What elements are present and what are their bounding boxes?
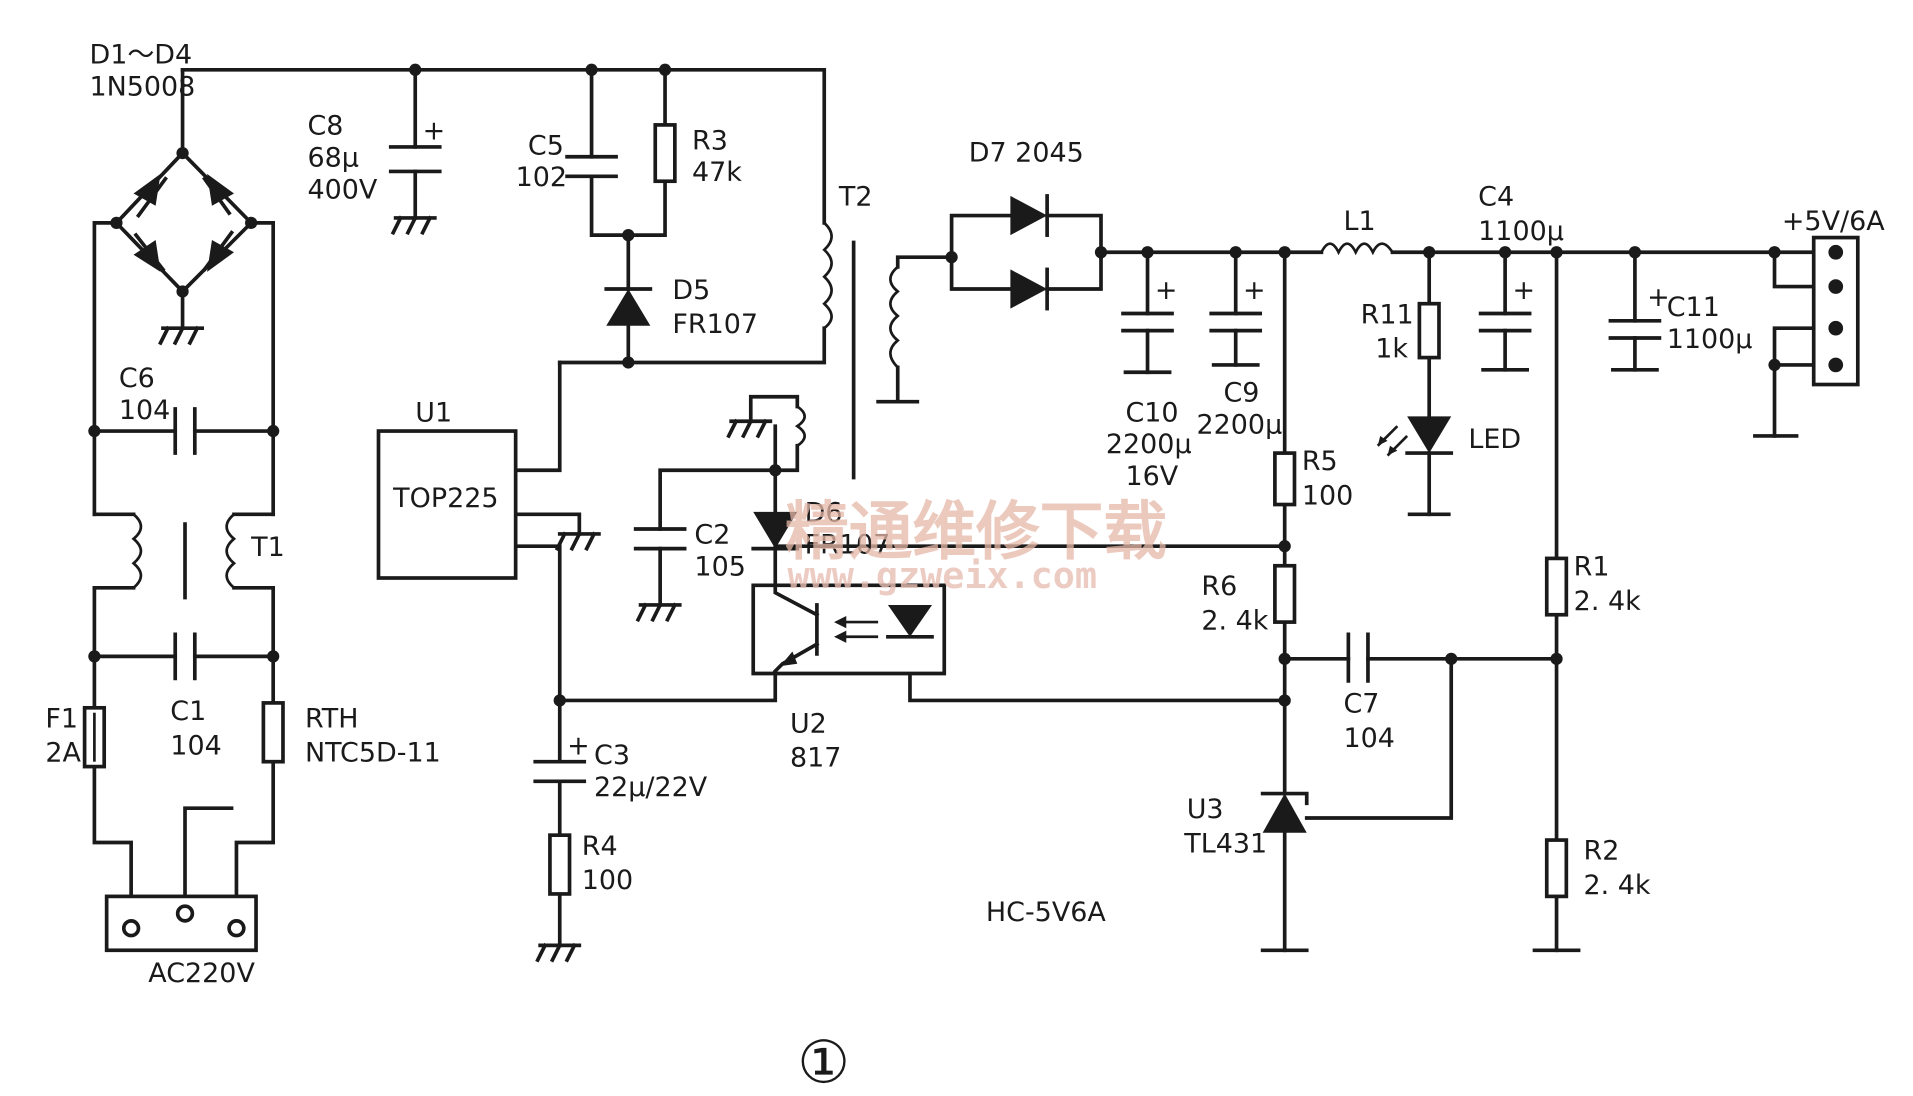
label-c6-val: 104: [119, 395, 170, 426]
ac-input-connector: [104, 894, 258, 953]
label-l1: L1: [1343, 206, 1375, 237]
label-r6: R6: [1201, 571, 1237, 602]
label-u1: U1: [415, 397, 452, 428]
label-c2-val: 105: [694, 552, 745, 583]
label-u3-part: TL431: [1183, 828, 1267, 859]
label-c10-val: 2200μ: [1106, 429, 1192, 460]
label-r2: R2: [1583, 836, 1619, 867]
label-r4: R4: [582, 831, 618, 862]
label-c3: C3: [594, 740, 630, 771]
svg-text:+: +: [567, 730, 590, 761]
ground-symbols: [158, 215, 1799, 963]
label-c2: C2: [694, 520, 730, 551]
label-c8-val: 68μ: [307, 143, 358, 174]
label-c9: C9: [1223, 378, 1259, 409]
label-c6: C6: [119, 363, 155, 394]
svg-text:+: +: [1512, 275, 1535, 306]
label-r1-val: 2. 4k: [1574, 586, 1641, 617]
label-d7: D7 2045: [969, 138, 1084, 169]
svg-text:+: +: [423, 116, 446, 147]
label-c9-val: 2200μ: [1197, 410, 1283, 441]
figure-number: ①: [797, 1028, 850, 1096]
watermark: 精通维修下载 www.gzweix.com: [785, 496, 1167, 597]
label-led: LED: [1468, 424, 1521, 455]
label-d1d4: D1～D4: [89, 40, 192, 71]
label-c3-val: 22μ/22V: [594, 772, 708, 803]
label-out: +5V/6A: [1782, 206, 1885, 237]
label-d6-part: FR107: [805, 530, 891, 561]
label-c5-val: 102: [516, 162, 567, 193]
label-rth-part: NTC5D-11: [305, 738, 441, 769]
u1-box: [376, 429, 518, 580]
label-r3: R3: [692, 125, 728, 156]
label-f1: F1: [45, 703, 78, 734]
component-labels: D1～D4 1N5008 C8 68μ 400V C5 102 R3 47k D…: [45, 40, 1885, 1096]
label-c5: C5: [528, 130, 564, 161]
label-r3-val: 47k: [692, 157, 742, 188]
label-r11: R11: [1361, 299, 1414, 330]
label-model: HC-5V6A: [986, 897, 1106, 928]
label-c4: C4: [1478, 182, 1514, 213]
label-r1: R1: [1574, 552, 1610, 583]
svg-text:+: +: [1155, 275, 1178, 306]
diodes: [604, 194, 1454, 833]
label-c4-val: 1100μ: [1478, 216, 1564, 247]
label-r2-val: 2. 4k: [1583, 870, 1650, 901]
junctions: [88, 63, 1781, 707]
label-u2: U2: [790, 708, 827, 739]
bridge-rectifier: [113, 150, 254, 295]
windings: [131, 221, 1394, 589]
label-c1-val: 104: [170, 730, 221, 761]
label-r11-val: 1k: [1375, 334, 1408, 365]
label-u1-part: TOP225: [392, 483, 498, 514]
label-r6-val: 2. 4k: [1201, 605, 1268, 636]
label-c8: C8: [307, 111, 343, 142]
capacitors: + + + + + +: [173, 116, 1670, 784]
label-d5: D5: [672, 275, 710, 306]
watermark-url: www.gzweix.com: [788, 554, 1098, 597]
label-t2: T2: [838, 182, 873, 213]
label-c1: C1: [170, 696, 206, 727]
label-c11-val: 1100μ: [1667, 324, 1753, 355]
label-d1d4-part: 1N5008: [89, 72, 195, 103]
label-d5-part: FR107: [672, 309, 758, 340]
optocoupler-transistor: [772, 583, 820, 674]
label-c11: C11: [1667, 292, 1720, 323]
label-d6: D6: [805, 498, 843, 529]
label-ac: AC220V: [148, 958, 255, 989]
label-c10-volt: 16V: [1125, 461, 1178, 492]
label-r4-val: 100: [582, 865, 633, 896]
label-r5-val: 100: [1302, 481, 1353, 512]
resistors: [82, 123, 1569, 899]
label-c10: C10: [1125, 397, 1178, 428]
label-u3: U3: [1187, 794, 1224, 825]
label-rth: RTH: [305, 703, 358, 734]
output-connector: [1811, 235, 1860, 387]
label-c7-val: 104: [1343, 723, 1394, 754]
watermark-cn: 精通维修下载: [785, 496, 1167, 570]
svg-text:+: +: [1243, 275, 1266, 306]
label-f1-val: 2A: [45, 738, 81, 769]
label-c8-volt: 400V: [307, 174, 377, 205]
label-u2-part: 817: [790, 743, 841, 774]
label-c7: C7: [1343, 689, 1379, 720]
label-r5: R5: [1302, 446, 1338, 477]
svg-text:+: +: [1647, 282, 1670, 313]
label-t1: T1: [250, 532, 285, 563]
